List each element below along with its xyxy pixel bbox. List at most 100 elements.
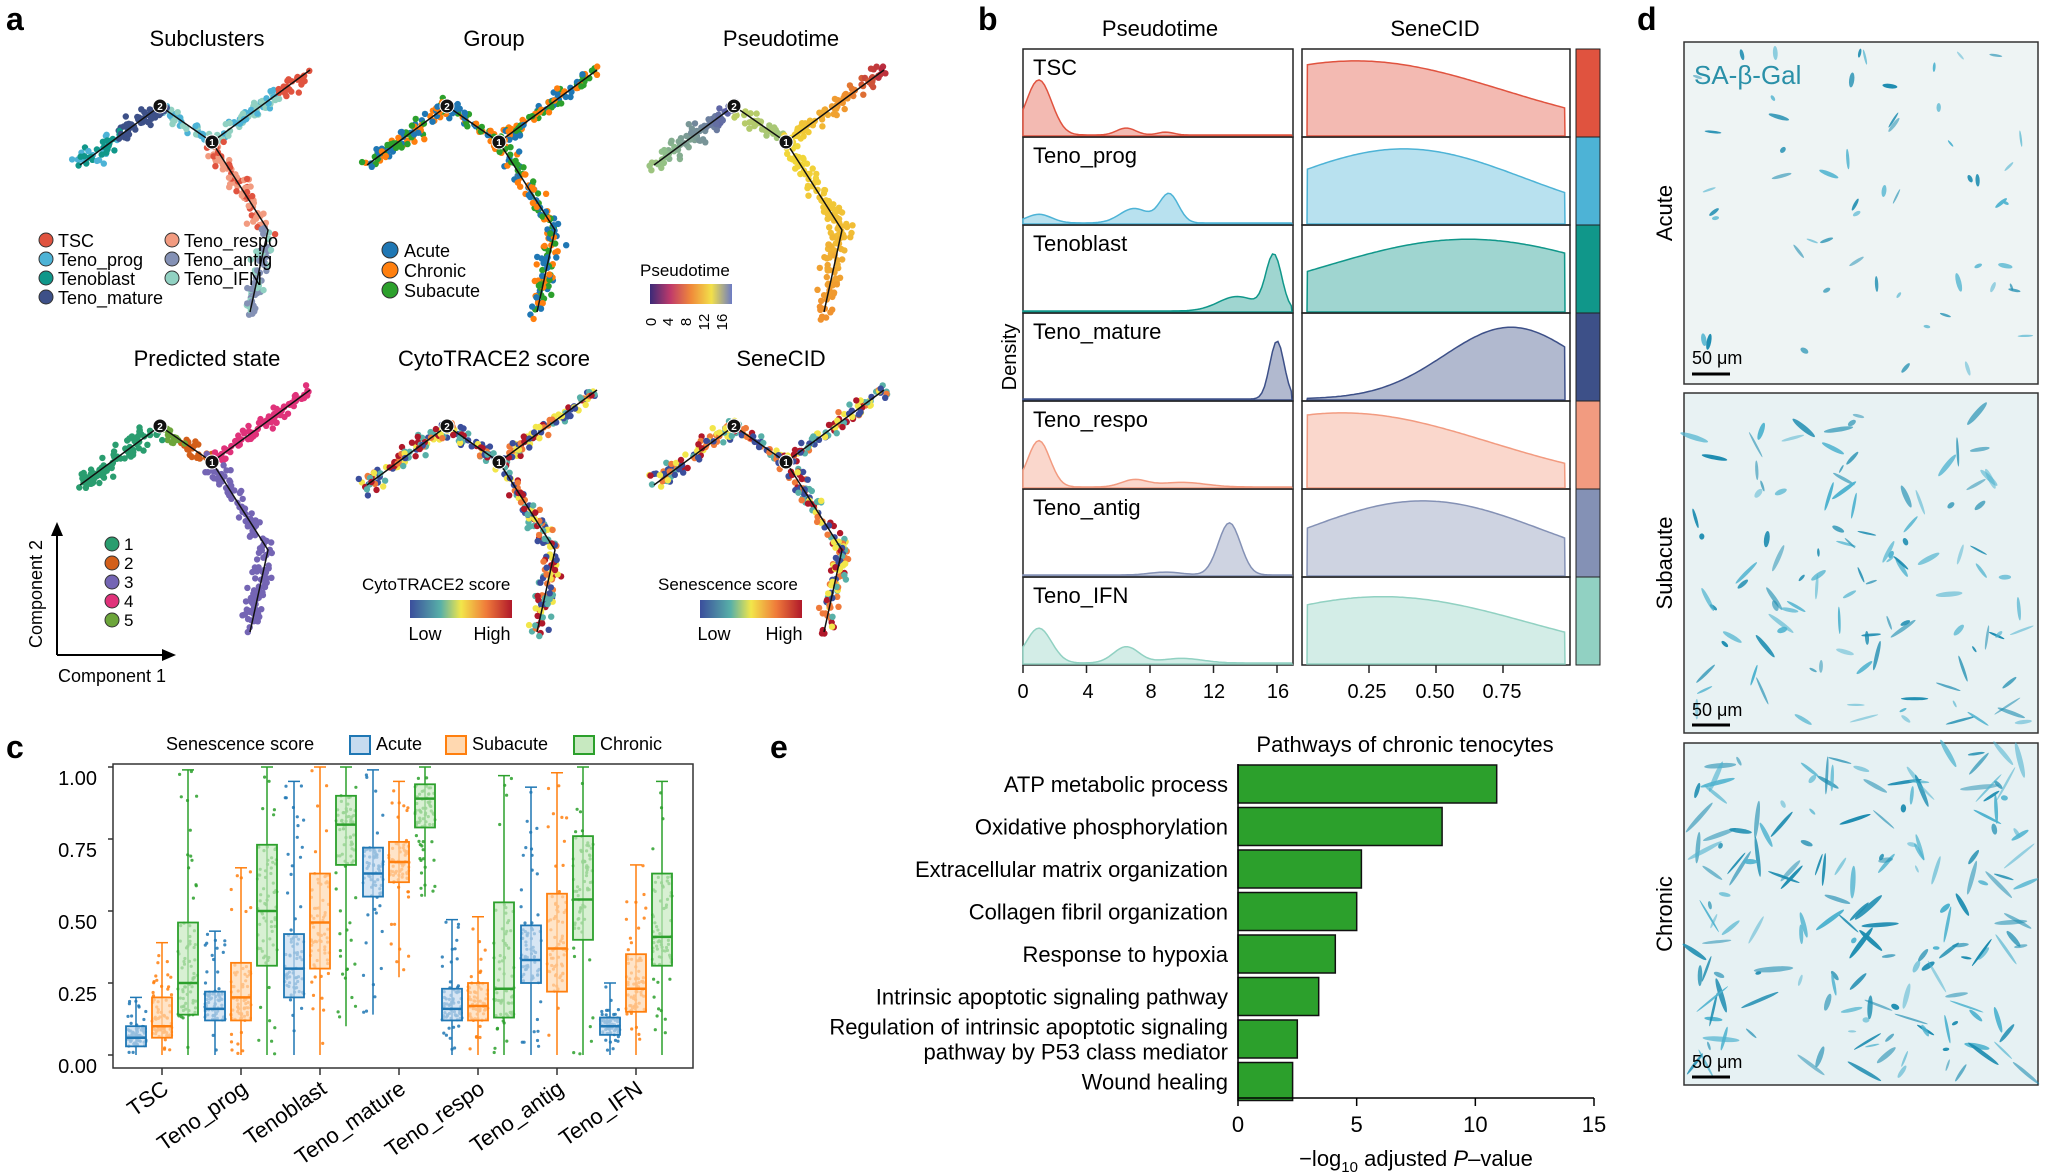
jitter-point <box>229 1032 234 1036</box>
jitter-point <box>381 813 385 817</box>
cell-dot <box>841 91 848 99</box>
jitter-point <box>414 834 418 838</box>
cell-dot <box>257 212 264 220</box>
jitter-point <box>600 1009 604 1014</box>
cell-dot <box>816 264 823 272</box>
cell-dot <box>554 85 561 92</box>
pseudotime-density-curve <box>1022 253 1293 313</box>
cell-dot <box>432 425 440 433</box>
cell-dot <box>825 590 832 597</box>
panel-d-letter: d <box>1637 1 1657 37</box>
cell-dot <box>98 151 105 158</box>
legend-swatch <box>573 735 595 755</box>
jitter-point <box>203 981 208 985</box>
trajectory-subclusters: 12 <box>68 67 313 318</box>
legend-label: Tenoblast <box>58 269 135 289</box>
jitter-point <box>295 815 299 819</box>
jitter-point <box>572 946 576 950</box>
pseudotime-density-curve <box>1022 521 1294 577</box>
jitter-point <box>604 1013 608 1017</box>
cell-dot <box>832 104 839 111</box>
pseudotime-tick: 12 <box>696 314 713 331</box>
cell-dot <box>835 215 843 223</box>
jitter-point <box>156 961 160 965</box>
box-legend-title: Senescence score <box>166 734 314 754</box>
cell-dot <box>536 435 543 442</box>
title-subclusters: Subclusters <box>150 26 265 51</box>
senecid-density-curve <box>1306 500 1566 577</box>
cell-dot <box>496 148 503 155</box>
jitter-point <box>257 1038 261 1042</box>
cell-dot <box>514 479 521 486</box>
legend-label: Teno_respo <box>184 231 278 252</box>
jitter-point <box>322 1008 326 1012</box>
senescence-colorbar <box>700 600 802 618</box>
jitter-point <box>154 974 158 978</box>
cell-dot <box>395 134 402 141</box>
senecid-density-curve <box>1306 60 1566 137</box>
density-rows: TSCTeno_progTenoblastTeno_matureTeno_res… <box>1022 48 1601 666</box>
cell-dot <box>275 95 283 103</box>
legend-label: Teno_mature <box>58 288 163 309</box>
jitter-point <box>406 890 410 894</box>
cell-dot <box>668 137 675 144</box>
cell-dot <box>758 433 765 440</box>
cell-dot <box>260 261 268 269</box>
x-tick-label: Teno_prog <box>152 1076 252 1156</box>
cell-dot <box>547 584 555 591</box>
jitter-point <box>313 975 317 979</box>
cell-dot <box>826 224 833 231</box>
density-row-label: Tenoblast <box>1033 231 1127 256</box>
jitter-point <box>402 804 406 808</box>
cell-dot <box>422 452 429 459</box>
cell-dot <box>882 394 889 401</box>
cell-dot <box>247 532 254 539</box>
cell-dot <box>93 157 101 165</box>
cell-dot <box>822 314 830 321</box>
cell-dot <box>563 242 570 249</box>
jitter-point <box>663 1017 667 1021</box>
pathway-label: Collagen fibril organization <box>969 900 1228 925</box>
cell-dot <box>829 613 836 620</box>
cell-dot <box>797 170 804 178</box>
pathway-label: Wound healing <box>1082 1070 1228 1095</box>
cell-dot <box>302 382 310 389</box>
pathway-bar <box>1237 934 1337 974</box>
cell-dot <box>247 256 254 263</box>
jitter-point <box>221 950 225 955</box>
cell-dot <box>593 71 601 79</box>
jitter-point <box>418 857 422 861</box>
x-tick-label: 10 <box>1463 1112 1487 1137</box>
jitter-point <box>572 954 577 959</box>
row-color-strip <box>1575 576 1601 666</box>
jitter-point <box>261 807 265 811</box>
jitter-point <box>155 978 159 982</box>
jitter-point <box>478 1024 482 1028</box>
jitter-point <box>419 871 424 875</box>
jitter-point <box>560 815 564 820</box>
cell-dot <box>833 281 841 288</box>
cell-dot <box>261 583 269 591</box>
cell-dot <box>542 190 550 197</box>
cell-dot <box>252 575 259 582</box>
scale-label: 50 μm <box>1692 348 1742 368</box>
cell-dot <box>797 135 804 142</box>
cell-dot <box>798 497 805 504</box>
cell-dot <box>851 86 858 94</box>
cell-dot <box>487 127 494 134</box>
box-iqr <box>651 872 673 967</box>
jitter-point <box>519 905 523 909</box>
jitter-point <box>629 941 634 945</box>
box-iqr <box>204 990 226 1022</box>
senescence-low-label: Low <box>697 624 731 644</box>
cell-dot <box>243 220 251 227</box>
box-iqr <box>309 872 331 970</box>
jitter-point <box>334 871 338 875</box>
branch-node-label: 2 <box>731 102 737 113</box>
cell-dot <box>664 477 672 484</box>
jitter-point <box>453 1046 457 1050</box>
state-legend: 1 2 3 4 5 <box>104 535 133 630</box>
jitter-point <box>374 789 378 793</box>
jitter-point <box>433 884 437 889</box>
